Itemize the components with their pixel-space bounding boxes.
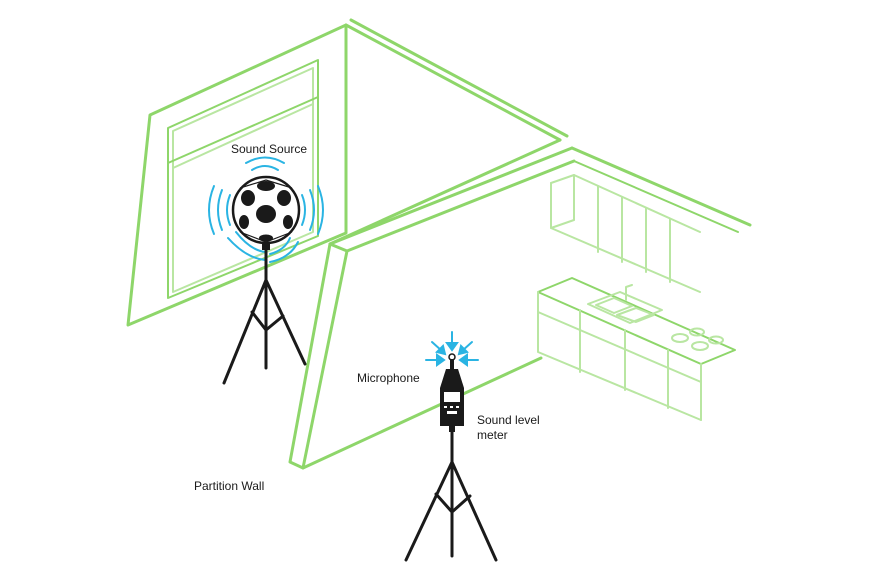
incoming-sound-arrows xyxy=(425,331,479,367)
window xyxy=(167,59,319,299)
room-outline xyxy=(126,18,576,470)
sound-waves xyxy=(208,156,324,263)
sound-level-meter-label: Sound level meter xyxy=(477,413,540,442)
partition-wall xyxy=(288,242,349,470)
microphone-label: Microphone xyxy=(357,371,420,385)
kitchen xyxy=(537,146,752,421)
left-wall xyxy=(126,23,348,327)
back-wall-top-outer xyxy=(349,18,569,138)
partition-wall-top xyxy=(328,146,574,246)
partition-wall-label: Partition Wall xyxy=(194,479,265,493)
sound-source xyxy=(208,156,324,385)
back-wall-fold xyxy=(328,138,562,246)
sound-source-label: Sound Source xyxy=(231,142,308,156)
sound-level-meter xyxy=(404,331,498,562)
partition-wall-top-inner xyxy=(345,159,576,253)
floor-line xyxy=(301,356,543,470)
back-wall-top xyxy=(344,23,562,142)
